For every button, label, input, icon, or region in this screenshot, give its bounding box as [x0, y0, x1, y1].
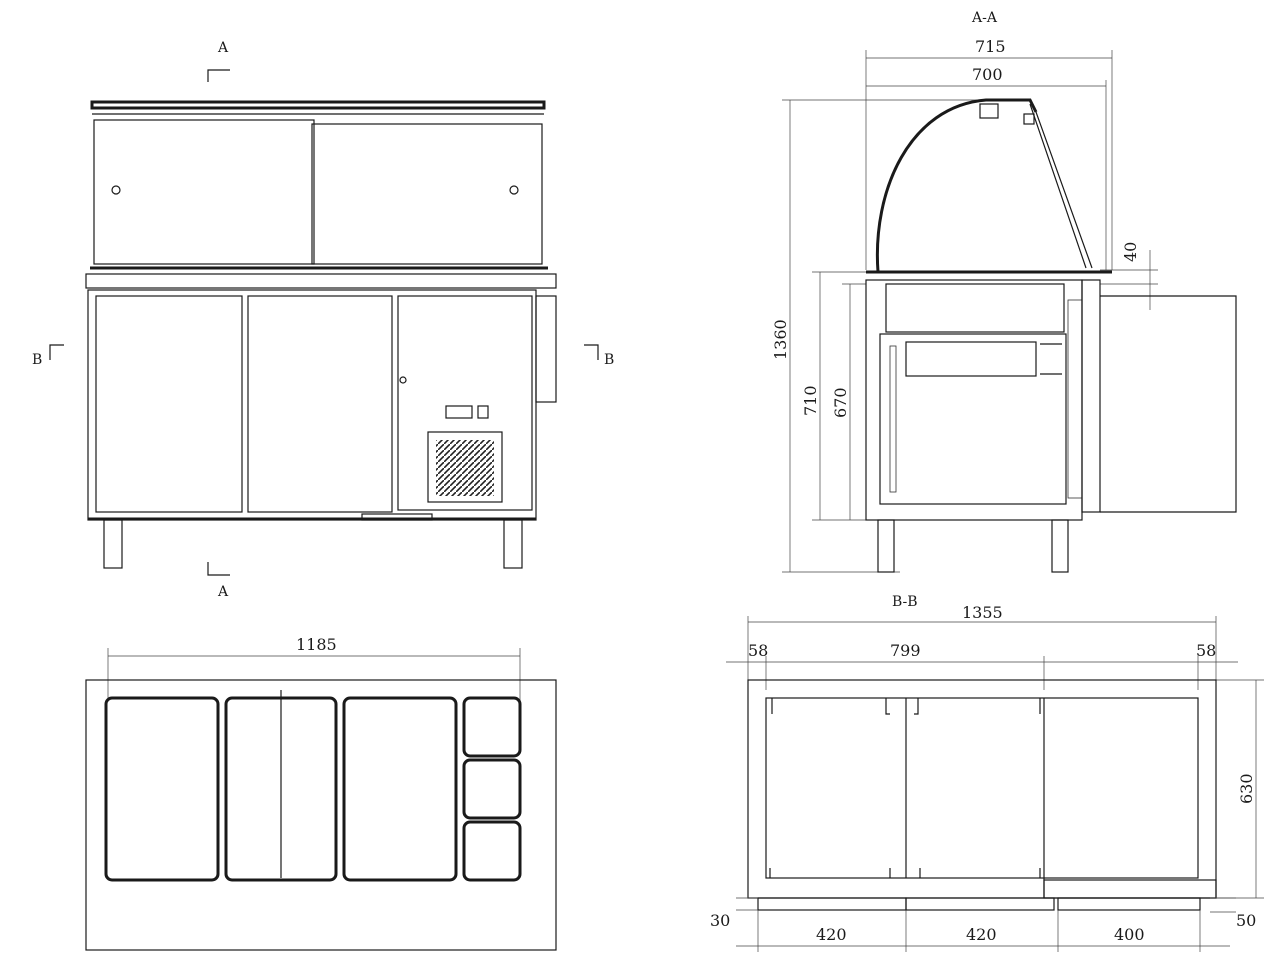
gn-pan-small-3	[462, 820, 522, 882]
side-box	[1100, 295, 1237, 513]
vent-frame	[427, 431, 503, 503]
gn-pan-small-2	[462, 758, 522, 820]
leg-right	[503, 519, 523, 569]
door-bb-1	[757, 897, 907, 911]
dim-799: 799	[890, 641, 921, 660]
dim-58-left: 58	[748, 641, 768, 660]
door-2	[247, 295, 393, 513]
worktop	[85, 273, 557, 289]
bb-insulation	[747, 679, 1217, 899]
door-1	[95, 295, 243, 513]
section-aa-label: A-A	[971, 10, 998, 26]
dim-40: 40	[1121, 242, 1140, 262]
dim-1185: 1185	[296, 635, 337, 654]
panel-bb-3	[1057, 897, 1201, 911]
section-b-left-label: B	[32, 352, 42, 368]
dim-715: 715	[975, 37, 1006, 56]
bb-interior	[765, 697, 1199, 879]
leg-left-aa	[877, 519, 895, 573]
dim-1355: 1355	[962, 603, 1003, 622]
dim-420-left: 420	[816, 925, 847, 944]
power-switch	[477, 405, 489, 419]
gn-pan-1	[104, 696, 220, 882]
section-a-bottom-label: A	[217, 584, 229, 600]
section-aa-view: A-A 715 700 1360 710 670 40	[771, 10, 1237, 573]
section-b-right-label: B	[604, 352, 614, 368]
top-view: 1185	[85, 635, 557, 951]
dim-630: 630	[1237, 773, 1256, 804]
gn-pan	[885, 283, 1065, 333]
control-display	[445, 405, 473, 419]
front-view: A A B B	[32, 40, 614, 600]
leg-right-aa	[1051, 519, 1069, 573]
insulated-body	[865, 279, 1083, 521]
dim-30: 30	[710, 911, 730, 930]
front-glass	[1029, 103, 1093, 269]
door-bb-2	[905, 897, 1055, 911]
dim-420-mid: 420	[966, 925, 997, 944]
glass-door-right	[311, 123, 543, 265]
side-panel	[535, 295, 557, 403]
dim-50: 50	[1236, 911, 1256, 930]
dim-58-right: 58	[1196, 641, 1216, 660]
dim-670: 670	[831, 387, 850, 418]
gn-pan-small-1	[462, 696, 522, 758]
top-rail	[90, 100, 546, 110]
vent-grille	[436, 440, 494, 496]
glass-door-left	[93, 119, 315, 265]
leg-left	[103, 519, 123, 569]
dim-710: 710	[801, 385, 820, 416]
worktop-outline	[85, 679, 557, 951]
section-a-top-label: A	[217, 40, 229, 56]
dim-700: 700	[972, 65, 1003, 84]
compressor-panel	[397, 295, 533, 511]
dim-400: 400	[1114, 925, 1145, 944]
cabinet-interior	[879, 333, 1067, 505]
section-bb-label: B-B	[892, 594, 918, 610]
evaporator	[905, 341, 1037, 377]
dim-1360: 1360	[771, 319, 790, 360]
curved-glass	[875, 98, 1038, 273]
section-bb-view: B-B 1355 58 799 58 630	[710, 594, 1264, 952]
gn-pan-3	[342, 696, 458, 882]
